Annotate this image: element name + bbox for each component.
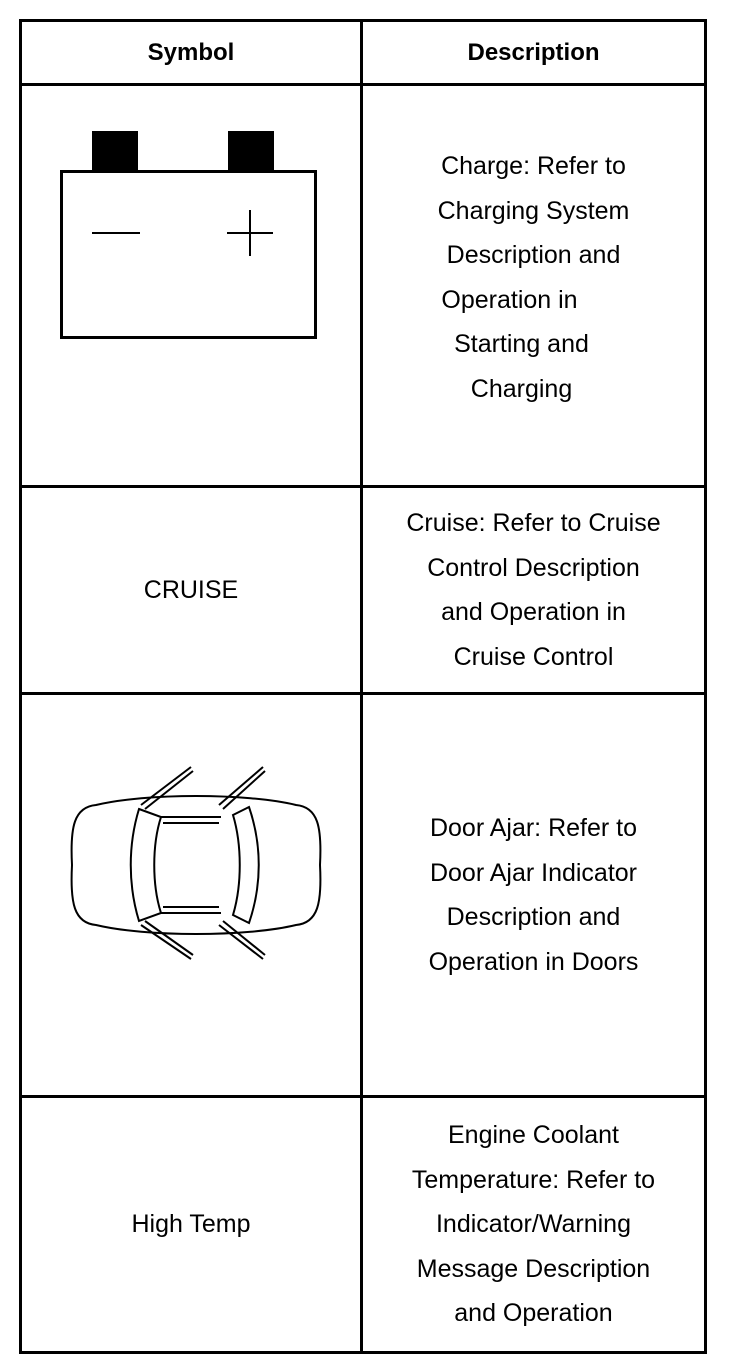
table-row-cruise-symbol: CRUISE	[143, 575, 239, 604]
table-border-right	[704, 19, 707, 1354]
description-line: Message Description	[416, 1254, 651, 1283]
description-line: Charging	[470, 374, 573, 403]
description-line: Temperature: Refer to	[411, 1165, 656, 1194]
description-line: Indicator/Warning	[435, 1210, 631, 1239]
table-border-top	[19, 19, 707, 22]
door-ajar-car-icon	[70, 766, 322, 960]
symbol-table: Symbol Description Charge: Refer to Char…	[19, 19, 707, 1354]
description-line: and Operation	[454, 1299, 613, 1328]
header-description: Description	[467, 38, 600, 66]
battery-icon	[60, 130, 317, 339]
table-row-charge-description: Charge: Refer to Charging System Descrip…	[363, 86, 704, 485]
header-symbol: Symbol	[147, 38, 235, 66]
description-line: Door Ajar Indicator	[429, 858, 638, 887]
description-line: Operation in Doors	[428, 947, 639, 976]
description-line: Description and	[446, 241, 621, 269]
table-row-door-ajar-symbol	[22, 695, 360, 1095]
column-divider	[360, 19, 363, 1354]
description-line: Charging System	[437, 196, 630, 225]
description-line: Control Description	[427, 553, 640, 582]
description-line: Engine Coolant	[448, 1121, 619, 1150]
table-row-high-temp-description: Engine Coolant Temperature: Refer to Ind…	[363, 1098, 704, 1351]
table-row-cruise-description: Cruise: Refer to Cruise Control Descript…	[363, 488, 704, 692]
header-divider	[19, 83, 707, 86]
table-border-left	[19, 19, 22, 1354]
table-row-charge-symbol	[22, 86, 360, 485]
row-divider	[19, 1095, 707, 1098]
description-line: and Operation in	[441, 598, 626, 626]
table-border-bottom	[19, 1351, 707, 1354]
table-row-door-ajar-description: Door Ajar: Refer to Door Ajar Indicator …	[363, 695, 704, 1095]
description-line: Door Ajar: Refer to	[429, 814, 637, 842]
description-line: Cruise: Refer to Cruise	[406, 509, 661, 537]
description-line: Starting and	[454, 330, 589, 358]
description-line: Charge: Refer to	[441, 152, 626, 180]
row-divider	[19, 485, 707, 488]
table-row-high-temp-symbol: High Temp	[131, 1210, 251, 1238]
row-divider	[19, 692, 707, 695]
description-line: Cruise Control	[453, 642, 614, 671]
description-line: Operation in	[441, 285, 578, 314]
description-line: Description and	[446, 903, 621, 931]
